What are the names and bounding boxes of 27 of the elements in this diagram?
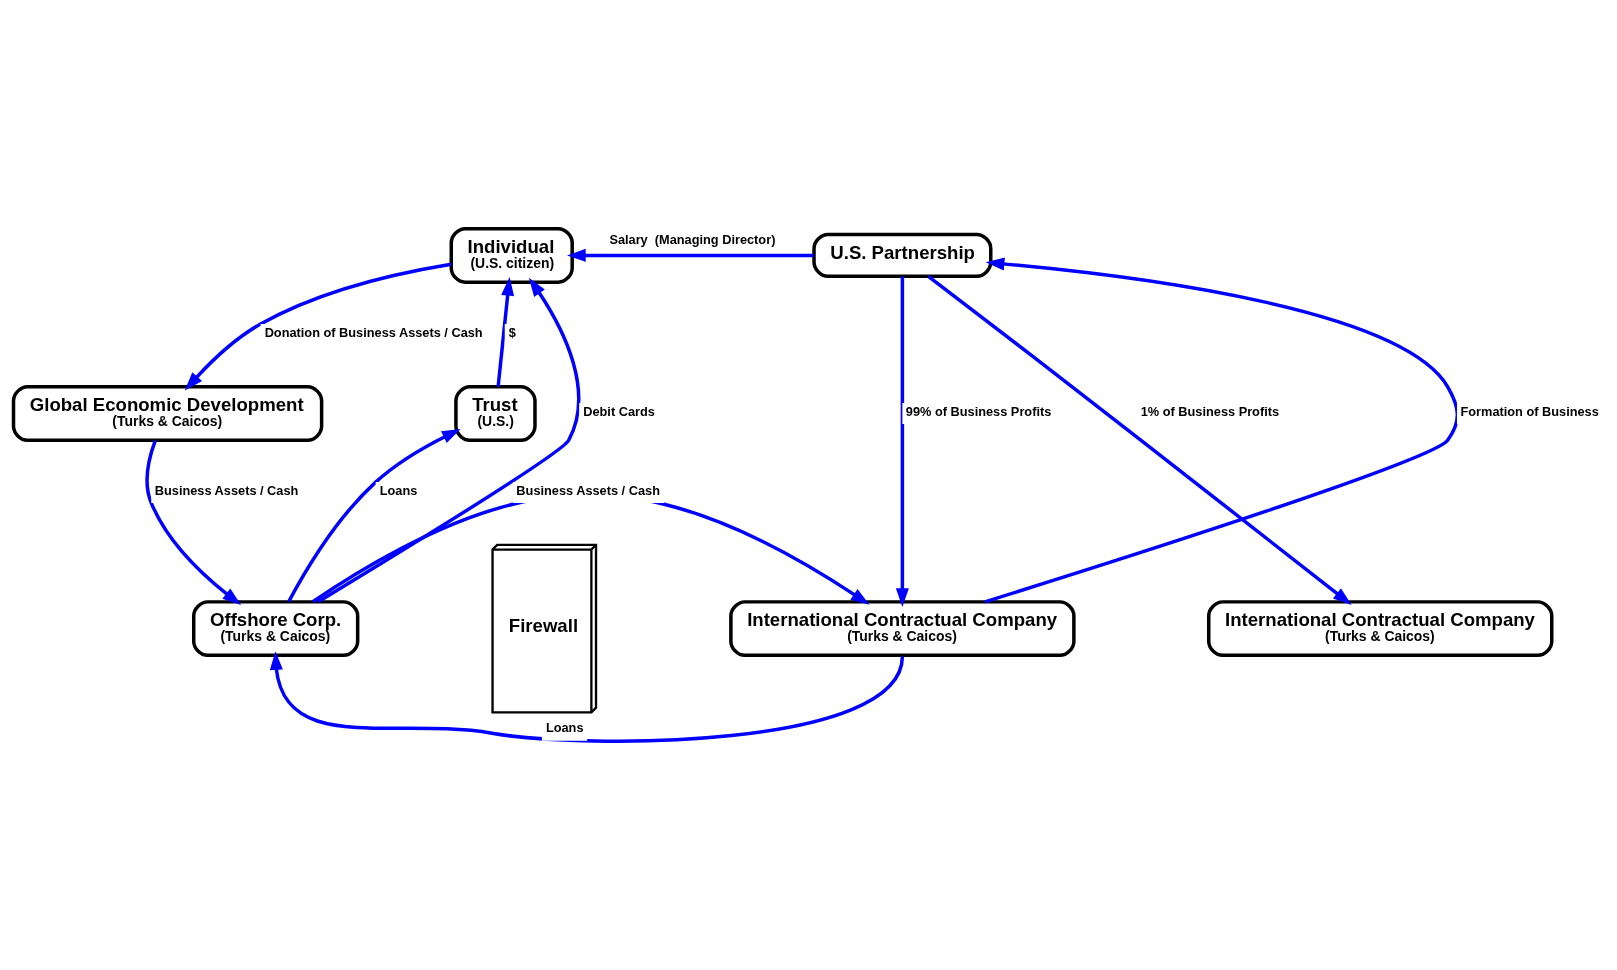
edge-label: 99% of Business Profits	[905, 403, 1052, 419]
edge-label: $	[508, 324, 516, 340]
edge-label: Business Assets / Cash	[516, 482, 660, 498]
edge-label: Loans	[379, 482, 418, 498]
arrow	[984, 257, 1459, 604]
arrow	[496, 277, 515, 387]
node-box: International Contractual Company (Turks & Caicos)	[729, 600, 1076, 658]
edge-label: Donation of Business Assets / Cash	[264, 324, 483, 340]
edge-label: Debit Cards	[583, 403, 655, 419]
edge-label: Salary (Managing Director)	[609, 231, 776, 247]
node-box: U.S. Partnership	[812, 232, 993, 279]
node-box: Trust (U.S.)	[454, 385, 537, 442]
arrow	[317, 277, 581, 604]
edge-label: 1% of Business Profits	[1140, 403, 1280, 419]
arrow	[895, 276, 909, 607]
arrow	[927, 274, 1352, 605]
arrow	[184, 262, 452, 391]
node-box: Individual (U.S. citizen)	[449, 226, 574, 284]
edge-label: Loans	[545, 720, 584, 736]
node-box: International Contractual Company (Turks & Caicos)	[1207, 600, 1554, 658]
arrow	[145, 440, 242, 605]
arrow	[567, 248, 814, 262]
node-box: Offshore Corp. (Turks & Caicos)	[192, 600, 360, 658]
node-box: Global Economic Development (Turks & Caicos)	[11, 385, 324, 442]
edge-label: Formation of Business	[1460, 403, 1599, 419]
edge-label: Business Assets / Cash	[154, 482, 299, 498]
arrow	[287, 429, 461, 603]
